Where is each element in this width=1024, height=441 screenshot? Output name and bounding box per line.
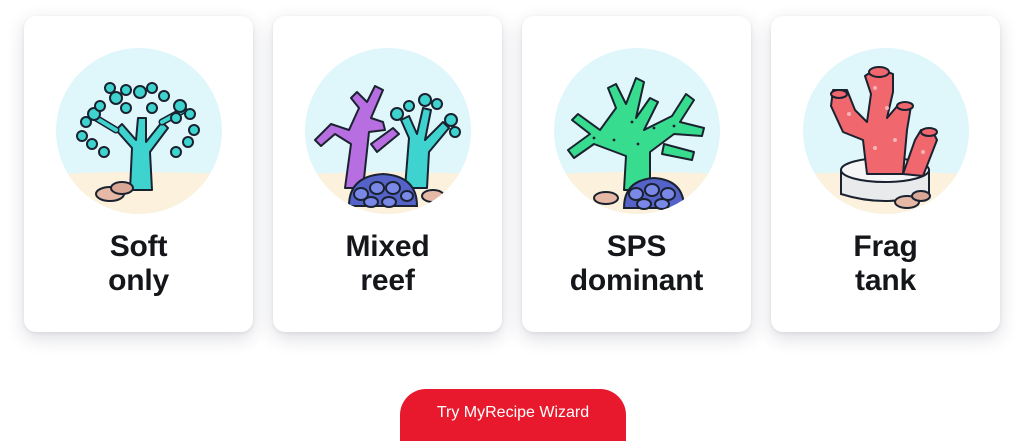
card-sps-dominant[interactable]: SPS dominant [522, 16, 751, 332]
card-label-line1: Mixed [345, 230, 430, 263]
card-label-line2: dominant [569, 264, 704, 297]
card-mixed-reef[interactable]: Mixed reef [273, 16, 502, 332]
card-label-line1: Soft [109, 230, 168, 263]
card-label-line1: SPS [606, 230, 667, 263]
soft-coral-icon [56, 48, 222, 214]
sps-coral-icon [554, 48, 720, 214]
card-label: Mixed reef [273, 230, 502, 298]
card-label: Frag tank [771, 230, 1000, 298]
frag-coral-icon [803, 48, 969, 214]
card-label-line2: tank [855, 264, 916, 297]
card-soft-only[interactable]: Soft only [24, 16, 253, 332]
try-myrecipe-wizard-button[interactable]: Try MyRecipe Wizard [400, 389, 626, 441]
card-label-line2: only [108, 264, 169, 297]
card-frag-tank[interactable]: Frag tank [771, 16, 1000, 332]
card-label: SPS dominant [522, 230, 751, 298]
card-label-line1: Frag [853, 230, 918, 263]
mixed-reef-icon [305, 48, 471, 214]
card-label: Soft only [24, 230, 253, 298]
card-label-line2: reef [360, 264, 415, 297]
tank-type-cards: Soft only [24, 16, 1000, 332]
